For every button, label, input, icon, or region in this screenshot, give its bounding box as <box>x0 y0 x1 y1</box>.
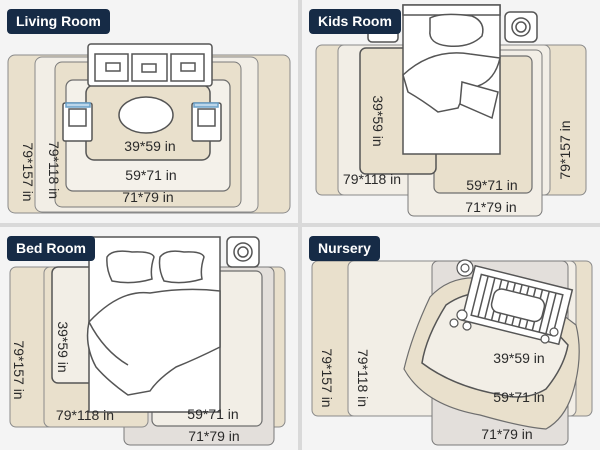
label-79x118: 79*118 in <box>343 171 401 187</box>
label-79x157: 79*157 in <box>319 348 335 407</box>
panel-title: Kids Room <box>309 9 401 34</box>
label-79x157: 79*157 in <box>557 120 573 179</box>
label-39x59: 39*59 in <box>370 95 386 146</box>
label-79x118: 79*118 in <box>56 407 114 423</box>
label-59x71: 59*71 in <box>466 177 517 193</box>
kids-room-diagram: 39*59 in 79*118 in 59*71 in 71*79 in 79*… <box>315 4 587 217</box>
label-79x157: 79*157 in <box>20 142 36 201</box>
label-39x59: 39*59 in <box>55 321 71 372</box>
bed-icon <box>402 4 501 155</box>
panel-title: Bed Room <box>7 236 95 261</box>
bed-room-panel: 39*59 in 79*118 in 59*71 in 71*79 in 79*… <box>0 227 298 450</box>
label-59x71: 59*71 in <box>125 167 176 183</box>
bed-room-diagram: 39*59 in 79*118 in 59*71 in 71*79 in 79*… <box>9 236 286 446</box>
nursery-diagram: 39*59 in 59*71 in 71*79 in 79*118 in 79*… <box>311 259 593 446</box>
panel-title: Nursery <box>309 236 380 261</box>
label-79x157: 79*157 in <box>11 340 27 399</box>
label-71x79: 71*79 in <box>481 426 532 442</box>
label-59x71: 59*71 in <box>187 406 238 422</box>
kids-room-panel: 39*59 in 79*118 in 59*71 in 71*79 in 79*… <box>302 0 600 223</box>
label-71x79: 71*79 in <box>465 199 516 215</box>
bed-icon <box>86 236 221 413</box>
nightstand-icon <box>226 236 260 268</box>
crib-icon <box>460 264 574 346</box>
living-room-panel: 39*59 in 59*71 in 71*79 in 79*118 in 79*… <box>0 0 298 223</box>
label-79x118: 79*118 in <box>355 349 371 407</box>
label-39x59: 39*59 in <box>124 138 175 154</box>
label-71x79: 71*79 in <box>188 428 239 444</box>
label-79x118: 79*118 in <box>46 141 62 199</box>
armchair-icon <box>62 102 93 142</box>
armchair-icon <box>191 102 222 142</box>
label-59x71: 59*71 in <box>493 389 544 405</box>
living-room-diagram: 39*59 in 59*71 in 71*79 in 79*118 in 79*… <box>7 43 291 214</box>
label-71x79: 71*79 in <box>122 189 173 205</box>
mobile-icon <box>449 259 559 344</box>
nursery-panel: 39*59 in 59*71 in 71*79 in 79*118 in 79*… <box>302 227 600 450</box>
coffee-table-icon <box>118 96 174 134</box>
sofa-icon <box>87 43 213 87</box>
label-39x59: 39*59 in <box>493 350 544 366</box>
panel-title: Living Room <box>7 9 110 34</box>
